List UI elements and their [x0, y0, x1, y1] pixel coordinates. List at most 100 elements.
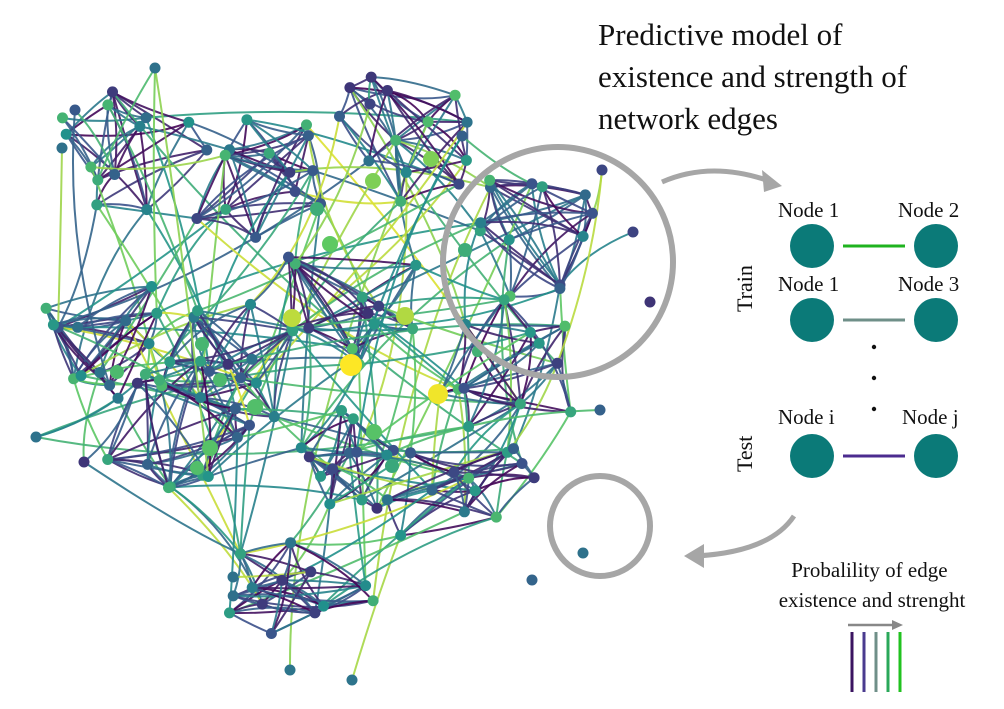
network-edge: [479, 221, 561, 286]
network-edge: [239, 425, 251, 554]
network-edge: [146, 149, 208, 211]
network-node: [220, 203, 232, 215]
network-node: [256, 598, 268, 610]
ellipsis-dot: [871, 406, 877, 412]
network-node: [183, 116, 195, 128]
network-edge: [197, 183, 460, 312]
network-node: [559, 320, 571, 332]
network-node: [139, 368, 151, 380]
network-node: [142, 458, 154, 470]
network-edge: [144, 374, 170, 488]
network-node: [289, 186, 301, 197]
network-hub-node: [322, 236, 338, 252]
network-edge: [348, 87, 402, 202]
network-node: [528, 472, 540, 484]
network-edge: [370, 76, 408, 173]
network-node: [449, 89, 461, 101]
network-hub-node: [195, 337, 209, 351]
network-edge: [559, 284, 572, 413]
network-hub-node: [213, 373, 227, 387]
network-edge: [488, 179, 561, 286]
network-node: [151, 307, 163, 319]
pair2-node-b-label: Node 3: [898, 272, 959, 296]
network-edge: [76, 285, 152, 329]
network-edge: [255, 121, 468, 384]
network-edge: [479, 230, 511, 297]
network-node: [381, 85, 393, 96]
network-node: [75, 370, 87, 382]
pair2-node-a-label: Node 1: [778, 272, 839, 296]
network-node: [360, 580, 372, 592]
network-edge: [196, 169, 314, 220]
network-edge: [227, 363, 251, 426]
pair3-node-b: [914, 434, 958, 478]
network-node: [367, 595, 379, 607]
network-node: [92, 174, 104, 186]
network-node: [426, 484, 438, 496]
network-node: [141, 204, 153, 216]
network-edge: [387, 89, 468, 124]
network-node: [318, 600, 329, 612]
network-node: [381, 449, 393, 461]
network-edge: [154, 67, 210, 477]
network-node: [244, 419, 255, 431]
network-edge: [289, 452, 351, 544]
train-label: Train: [732, 265, 757, 312]
network-edge: [249, 304, 276, 417]
network-edge: [431, 462, 523, 491]
network-edge: [197, 309, 293, 329]
network-node: [102, 454, 114, 465]
network-node: [195, 392, 206, 403]
network-node: [195, 355, 207, 367]
network-edge: [145, 121, 190, 210]
network-node: [47, 319, 59, 331]
network-edge: [488, 179, 561, 289]
network-edge: [246, 119, 291, 174]
network-node: [324, 498, 336, 510]
network-node: [104, 379, 116, 391]
network-node: [579, 189, 591, 201]
network-edge: [249, 116, 341, 306]
network-edge: [169, 329, 294, 363]
network-node: [315, 470, 327, 482]
network-node: [231, 431, 243, 443]
pair3-node-a: [790, 434, 834, 478]
network-node: [526, 574, 538, 586]
network-node: [407, 323, 419, 335]
network-edge: [508, 212, 593, 241]
network-node: [554, 283, 566, 294]
network-edge: [200, 396, 275, 418]
network-node: [235, 372, 247, 384]
network-node: [490, 511, 502, 523]
network-edge: [328, 410, 343, 505]
network-node: [30, 431, 42, 443]
ellipsis-dot: [871, 375, 877, 381]
network-edge: [273, 330, 294, 417]
network-node: [94, 367, 106, 378]
network-node: [381, 494, 393, 506]
network-edge: [332, 467, 476, 492]
network-edge: [199, 303, 252, 398]
pair3-node-a-label: Node i: [778, 405, 835, 429]
network-hub-node: [458, 243, 472, 257]
network-edge: [290, 534, 401, 546]
network-node: [395, 529, 407, 541]
network-edge: [461, 135, 533, 185]
network-edge: [479, 185, 543, 232]
network-edge: [111, 91, 118, 175]
network-hub-node: [385, 459, 399, 473]
network-node: [250, 231, 262, 243]
network-hub-node: [310, 202, 324, 216]
network-node: [227, 590, 239, 602]
network-node: [484, 174, 496, 186]
network-edge: [65, 133, 92, 168]
network-edge: [358, 331, 531, 366]
network-edge: [117, 397, 172, 488]
network-node: [222, 358, 234, 370]
network-node: [287, 325, 299, 337]
network-node: [112, 392, 124, 404]
network-edge: [300, 327, 312, 448]
network-node: [120, 315, 132, 327]
network-node: [565, 406, 577, 418]
network-edge: [465, 323, 540, 345]
